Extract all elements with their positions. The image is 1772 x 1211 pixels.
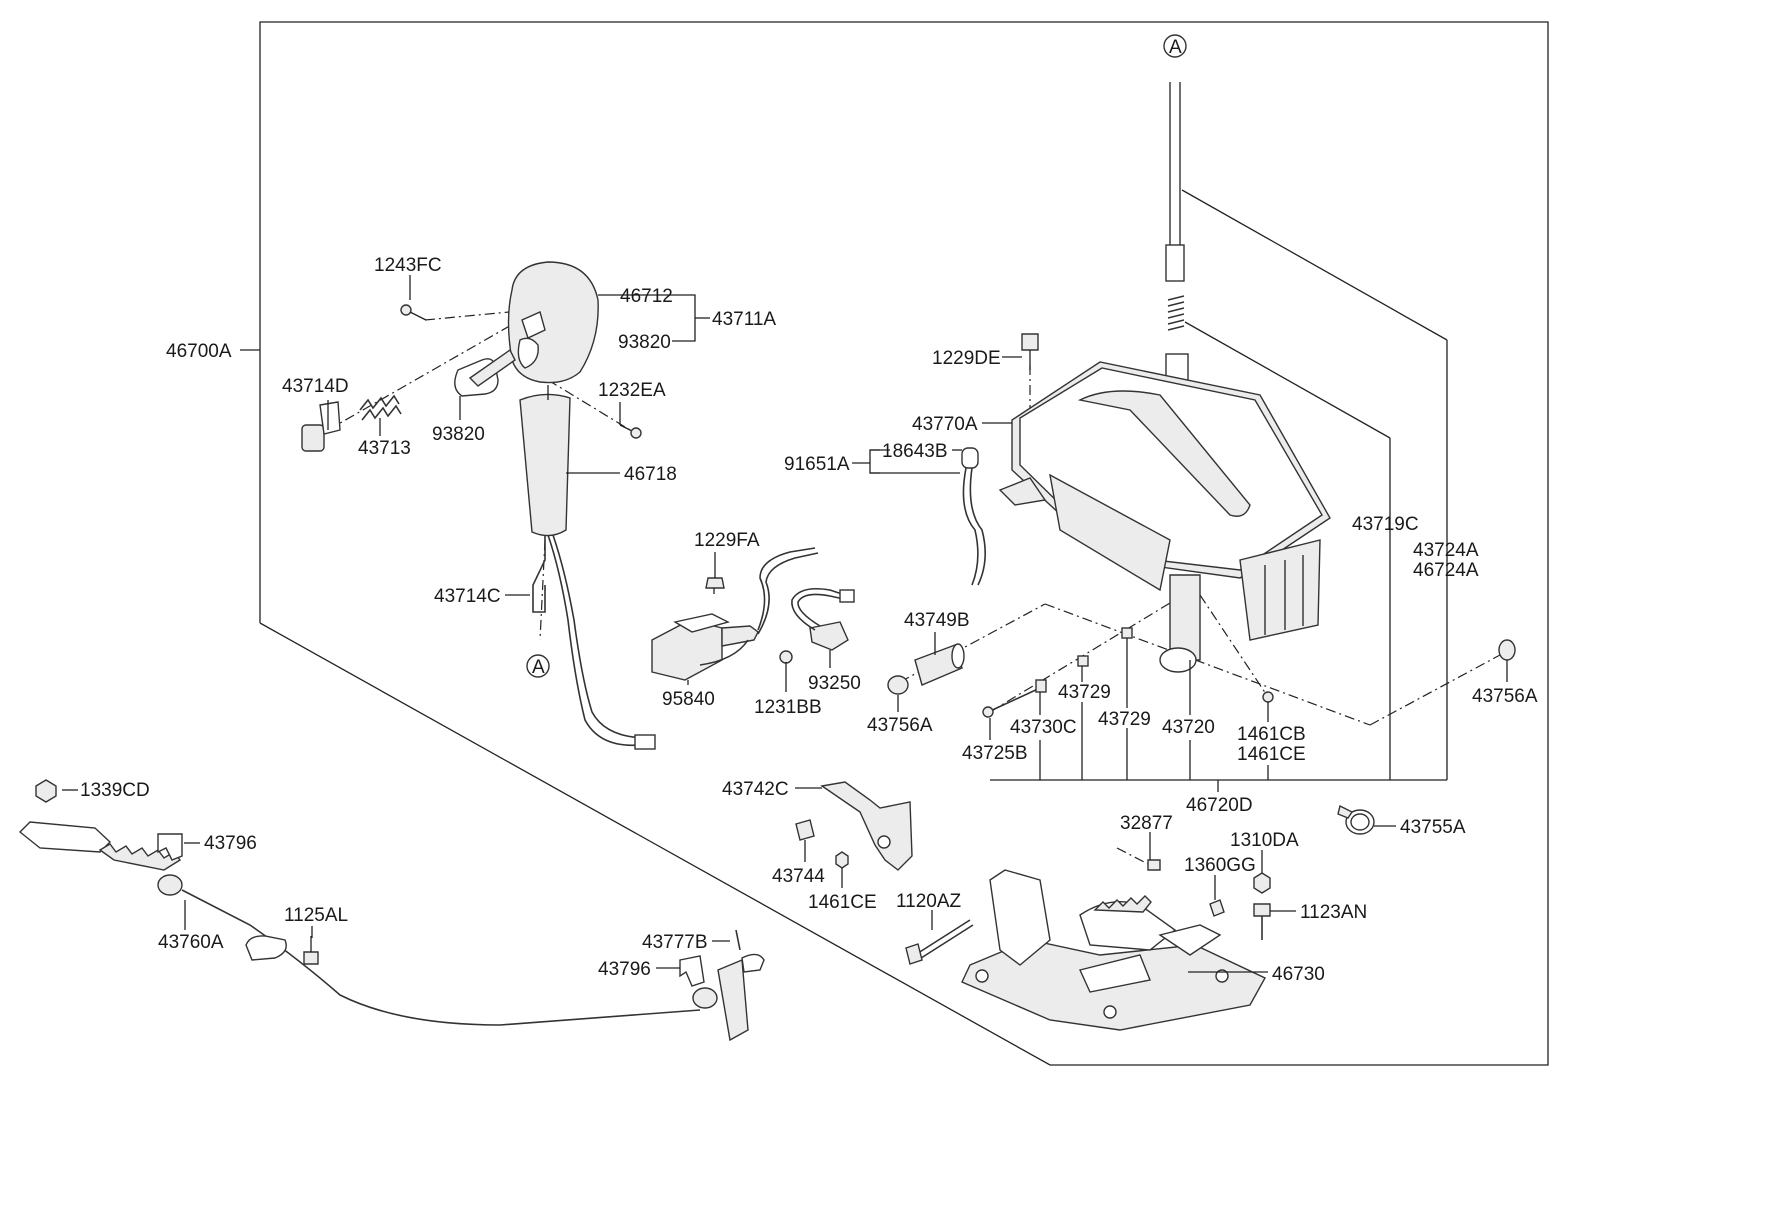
button-43714d-icon (301, 401, 341, 452)
label-46724a: 46724A (1413, 560, 1479, 581)
label-43756a-right: 43756A (1472, 686, 1538, 707)
bushing-43756a-right-icon (1498, 639, 1516, 661)
label-1339cd: 1339CD (80, 780, 150, 801)
bolt-1125al-icon (303, 936, 319, 965)
bolt-1229fa-icon (705, 577, 725, 594)
pin-43777b-icon (735, 929, 741, 951)
clip-43796-b-icon (679, 955, 705, 987)
clip-1461cb-icon (1262, 691, 1274, 703)
lever-43742c-illustration (820, 781, 913, 871)
collar-43749b-icon (914, 643, 965, 686)
bolt-1229de-icon (1021, 333, 1039, 370)
label-1232ea: 1232EA (598, 380, 666, 401)
label-1120az: 1120AZ (896, 891, 962, 912)
label-43729-b: 43729 (1098, 709, 1151, 730)
label-43760a: 43760A (158, 932, 224, 953)
label-18643b: 18643B (882, 441, 948, 462)
label-1310da: 1310DA (1230, 830, 1299, 851)
label-43777b: 43777B (642, 932, 708, 953)
label-43714d: 43714D (282, 376, 349, 397)
label-43796-b: 43796 (598, 959, 651, 980)
label-43729-a: 43729 (1058, 682, 1111, 703)
bracket-46730-illustration (961, 869, 1266, 1031)
label-93820-a: 93820 (618, 332, 671, 353)
screw-1231bb-icon (779, 650, 793, 664)
indicator-housing-illustration (998, 361, 1331, 641)
label-43742c: 43742C (722, 779, 789, 800)
clamp-43755a-icon (1337, 804, 1375, 835)
label-43713: 43713 (358, 438, 411, 459)
label-1243fc: 1243FC (374, 255, 442, 276)
label-46700a: 46700A (166, 341, 232, 362)
nut-1310da-icon (1253, 872, 1271, 894)
label-43749b: 43749B (904, 610, 970, 631)
label-43714c: 43714C (434, 586, 501, 607)
label-46712: 46712 (620, 286, 673, 307)
label-43730c: 43730C (1010, 717, 1077, 738)
label-1125al: 1125AL (284, 905, 348, 926)
label-43720: 43720 (1162, 717, 1215, 738)
screw-1232ea-icon (619, 424, 642, 439)
nut-1461ce-icon (835, 851, 849, 869)
bolt-32877-icon (1147, 859, 1161, 871)
screw-1243fc-icon (400, 304, 427, 321)
label-91651a: 91651A (784, 454, 850, 475)
label-43755a: 43755A (1400, 817, 1466, 838)
part-labels: 46700A 1243FC 46712 43711A 93820 43714D … (80, 37, 1538, 985)
label-46720d: 46720D (1186, 795, 1253, 816)
label-43711a: 43711A (712, 309, 776, 330)
leader-lines (62, 275, 1508, 973)
clip-43744-icon (795, 819, 815, 841)
label-43724a: 43724A (1413, 540, 1479, 561)
label-46730: 46730 (1272, 964, 1325, 985)
label-43770a: 43770A (912, 414, 978, 435)
label-46718: 46718 (624, 464, 677, 485)
pin-43725b-icon (982, 687, 1041, 718)
label-43756a-left: 43756A (867, 715, 933, 736)
washer-1360gg-icon (1209, 899, 1225, 917)
harness-43714c-icon (532, 534, 656, 750)
label-1123an: 1123AN (1300, 902, 1367, 923)
label-1461ce-b: 1461CE (808, 892, 877, 913)
label-1461ce-a: 1461CE (1237, 744, 1306, 765)
bulb-18643b-icon (961, 447, 986, 586)
label-1231bb: 1231BB (754, 697, 822, 718)
bolt-1120az-icon (905, 919, 974, 965)
connector-a-bottom (526, 654, 550, 678)
label-43725b: 43725B (962, 743, 1028, 764)
nut-1339cd-icon (35, 779, 57, 803)
bushing-43756a-left-icon (887, 675, 909, 695)
label-32877: 32877 (1120, 813, 1173, 834)
label-93820-b: 93820 (432, 424, 485, 445)
label-1229fa: 1229FA (694, 530, 760, 551)
label-43744: 43744 (772, 866, 825, 887)
label-a-bottom: A (532, 657, 545, 678)
label-1461cb: 1461CB (1237, 724, 1306, 745)
connector-a-top (1163, 34, 1187, 58)
switch-95840-illustration (651, 547, 819, 681)
label-95840: 95840 (662, 689, 715, 710)
bolt-1123an-icon (1253, 903, 1271, 940)
label-a-top: A (1169, 37, 1182, 58)
label-43796-a: 43796 (204, 833, 257, 854)
label-1360gg: 1360GG (1184, 855, 1256, 876)
bush-43730c-icon (1035, 679, 1047, 693)
spring-43713-icon (359, 394, 402, 421)
label-1229de: 1229DE (932, 348, 1001, 369)
label-93250: 93250 (808, 673, 861, 694)
clip-43796-a-icon (157, 833, 183, 861)
assembly-dashed-lines (327, 309, 1501, 866)
shift-knob-illustration (454, 261, 599, 537)
washer-43729-icon (1077, 627, 1133, 667)
cable-43760a-illustration (18, 821, 765, 1042)
sensor-93250-illustration (791, 587, 855, 651)
label-43719c: 43719C (1352, 514, 1419, 535)
